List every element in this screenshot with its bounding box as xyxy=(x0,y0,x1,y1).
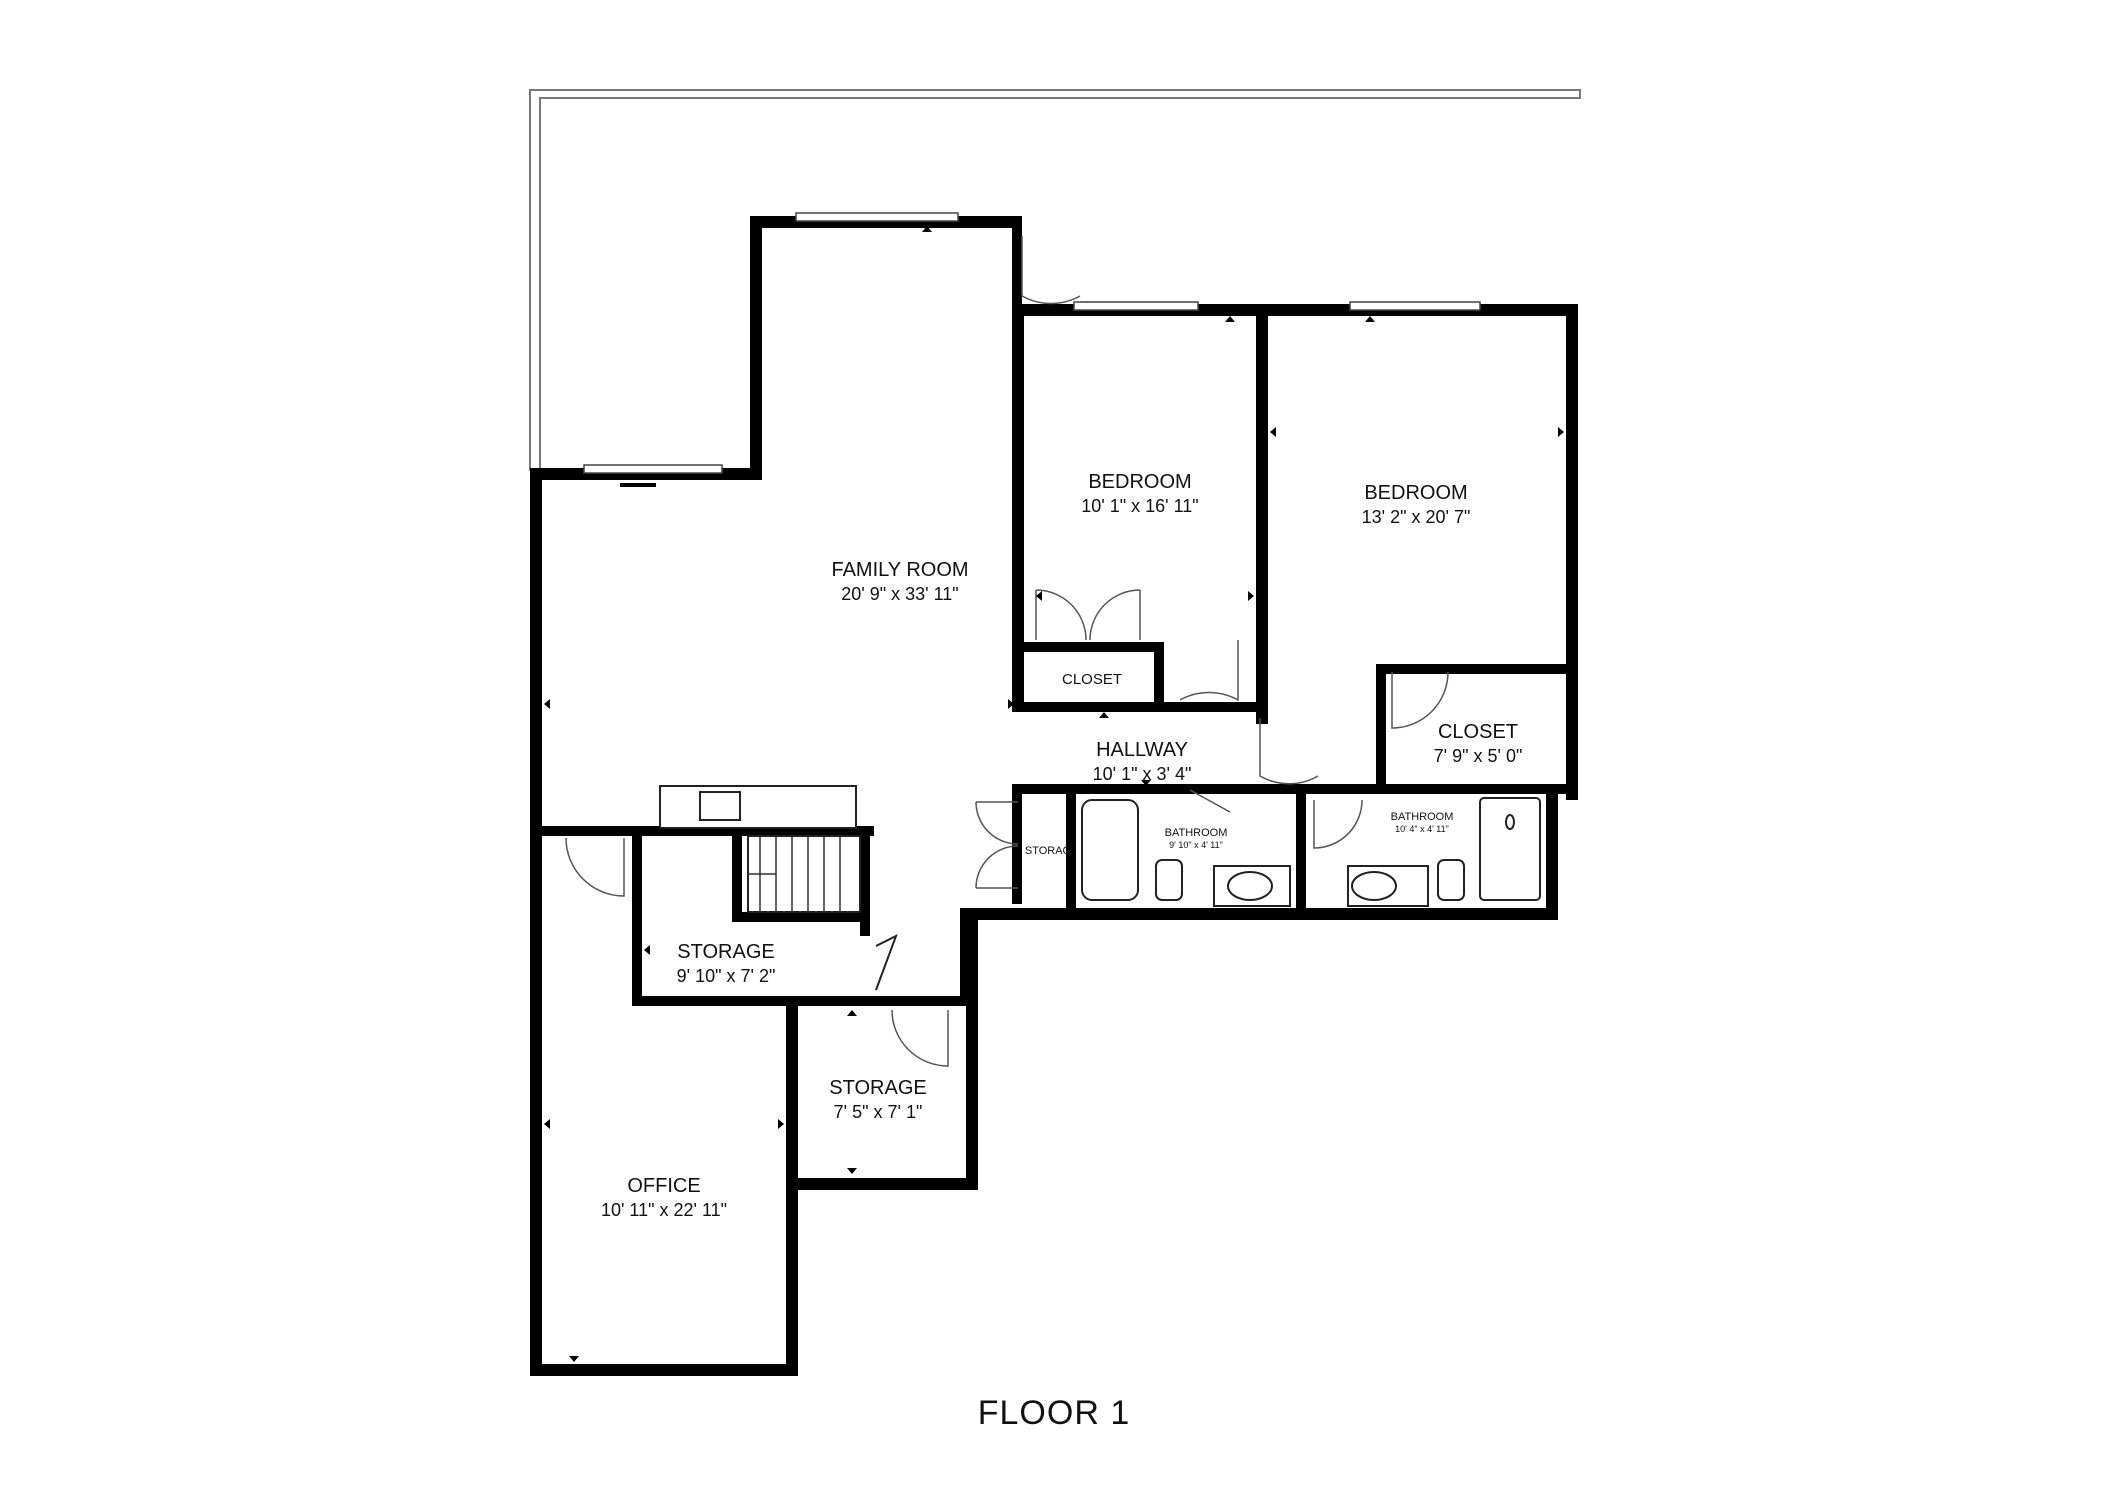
walls xyxy=(530,216,1578,1376)
floor-label: FLOOR 1 xyxy=(978,1394,1130,1432)
hallway-dims: 10' 1" x 3' 4" xyxy=(1093,764,1192,784)
room-office: OFFICE 10' 11" x 22' 11" xyxy=(601,1175,727,1220)
family-room-name: FAMILY ROOM xyxy=(831,559,968,581)
windows xyxy=(583,212,1481,487)
family-room-dims: 20' 9" x 33' 11" xyxy=(841,584,958,604)
closet-2-dims: 7' 9" x 5' 0" xyxy=(1434,746,1523,766)
office-dims: 10' 11" x 22' 11" xyxy=(601,1200,727,1220)
room-hallway: HALLWAY 10' 1" x 3' 4" xyxy=(1093,739,1192,784)
dimension-markers xyxy=(544,226,1564,1362)
room-bathroom-2: BATHROOM 10' 4" x 4' 11" xyxy=(1391,811,1454,834)
storage-1-dims: 9' 10" x 7' 2" xyxy=(677,966,776,986)
room-closet-small: CLOSET xyxy=(1062,671,1122,688)
bathroom-1-name: BATHROOM xyxy=(1165,827,1228,839)
fixtures xyxy=(659,785,1541,907)
storage-2-name: STORAGE xyxy=(829,1077,926,1099)
bedroom-1-name: BEDROOM xyxy=(1088,471,1191,493)
room-bedroom-1: BEDROOM 10' 1" x 16' 11" xyxy=(1081,471,1198,516)
stairs xyxy=(747,835,861,913)
room-storage-small: STORAG xyxy=(1025,845,1071,857)
room-storage-2: STORAGE 7' 5" x 7' 1" xyxy=(829,1077,926,1122)
storage-small-name: STORAG xyxy=(1025,845,1071,857)
storage-1-name: STORAGE xyxy=(677,941,774,963)
doors xyxy=(565,236,1449,1067)
bathroom-2-dims: 10' 4" x 4' 11" xyxy=(1395,824,1449,834)
deck-outline xyxy=(529,89,1581,471)
bedroom-2-name: BEDROOM xyxy=(1364,482,1467,504)
bathroom-2-name: BATHROOM xyxy=(1391,811,1454,823)
room-storage-1: STORAGE 9' 10" x 7' 2" xyxy=(677,941,776,986)
storage-2-dims: 7' 5" x 7' 1" xyxy=(834,1102,923,1122)
bedroom-2-dims: 13' 2" x 20' 7" xyxy=(1362,507,1471,527)
room-bathroom-1: BATHROOM 9' 10" x 4' 11" xyxy=(1165,827,1228,850)
bathroom-1-dims: 9' 10" x 4' 11" xyxy=(1169,840,1223,850)
hallway-name: HALLWAY xyxy=(1096,739,1188,761)
closet-2-name: CLOSET xyxy=(1438,721,1518,743)
room-closet-2: CLOSET 7' 9" x 5' 0" xyxy=(1434,721,1523,766)
bedroom-1-dims: 10' 1" x 16' 11" xyxy=(1081,496,1198,516)
office-name: OFFICE xyxy=(627,1175,700,1197)
room-family-room: FAMILY ROOM 20' 9" x 33' 11" xyxy=(831,559,968,604)
room-bedroom-2: BEDROOM 13' 2" x 20' 7" xyxy=(1362,482,1471,527)
closet-small-name: CLOSET xyxy=(1062,671,1122,688)
